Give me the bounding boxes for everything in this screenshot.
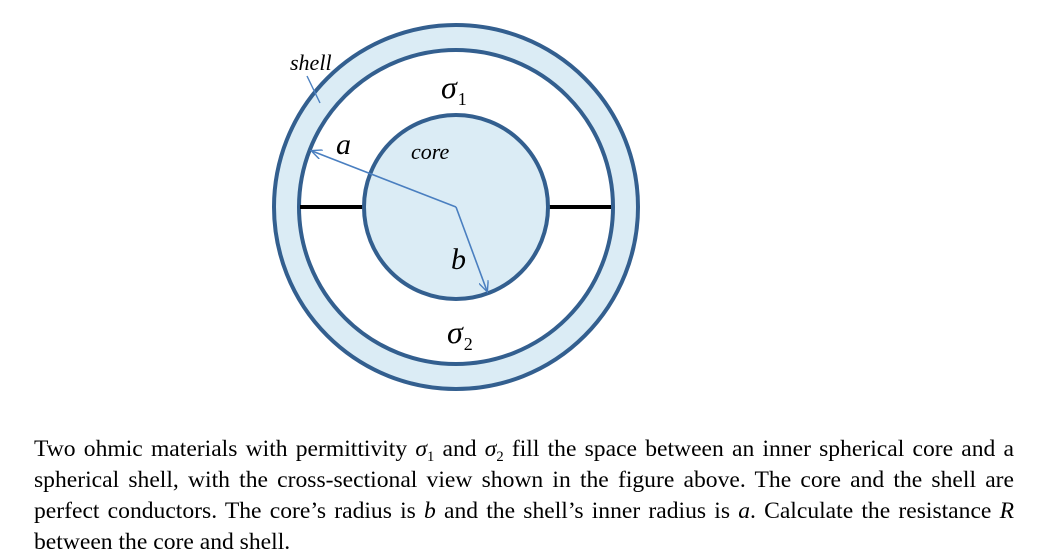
sigma2-symbol: σ2 [484, 436, 504, 466]
caption-text: and [434, 436, 485, 462]
caption-text: and the shell’s inner radius is [435, 498, 739, 524]
shell-pointer-line [306, 75, 321, 104]
caption-text: Two ohmic materials with permittivity [34, 436, 416, 462]
caption-text: fill the space between an inner spherica… [34, 436, 1014, 524]
radius-b-arrow [455, 206, 487, 291]
sigma1-symbol: σ1 [415, 436, 435, 466]
caption-text: between the core and shell. [34, 529, 291, 555]
sigma2-label: σ2 [447, 314, 473, 354]
core-label: core [411, 139, 450, 164]
shell-label: shell [290, 50, 332, 75]
variable-a: a [738, 498, 750, 524]
caption-text: . Calculate the resistance [750, 498, 1000, 524]
radius-a-label: a [336, 128, 351, 161]
variable-R: R [999, 498, 1014, 524]
radius-a-arrow [312, 151, 457, 208]
sphere-cross-section-diagram: shell core a b σ1 σ2 [272, 23, 640, 391]
sigma1-label: σ1 [441, 69, 467, 109]
radius-b-label: b [451, 243, 466, 276]
problem-statement: Two ohmic materials with permittivity σ1… [34, 434, 1014, 558]
variable-b: b [424, 498, 436, 524]
